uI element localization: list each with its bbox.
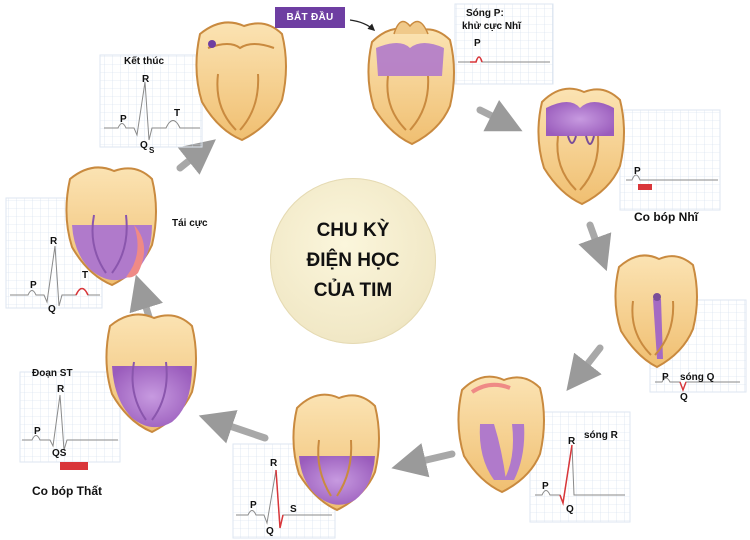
arrow-2 (590, 225, 602, 258)
ecg8-q: Q (140, 140, 148, 151)
arrow-5 (212, 420, 265, 438)
p-wave-label-1: Sóng P: (466, 8, 504, 19)
ecg6-p: P (34, 426, 41, 437)
atrial-contraction-label: Co bóp Nhĩ (634, 210, 698, 224)
q-wave-label: sóng Q (680, 372, 714, 383)
arrow-7 (180, 148, 205, 168)
heart-stage-8 (196, 22, 286, 140)
title-line-3: CỦA TIM (314, 276, 392, 306)
ecg4-q: Q (566, 504, 574, 515)
ecg2-p: P (634, 166, 641, 177)
ecg1-p: P (474, 38, 481, 49)
ventricular-contraction-label: Co bóp Thất (32, 484, 102, 498)
ecg4-r: R (568, 436, 575, 447)
title-line-2: ĐIỆN HỌC (307, 246, 400, 276)
arrow-4 (405, 454, 452, 465)
heart-stage-1 (368, 22, 454, 145)
ecg8-q-sub: S (149, 146, 154, 155)
ecg8-r: R (142, 74, 149, 85)
center-title-circle: CHU KỲ ĐIỆN HỌC CỦA TIM (270, 178, 436, 344)
ecg5-q: Q (266, 526, 274, 537)
end-label: Kết thúc (124, 56, 164, 67)
ecg8-p: P (120, 114, 127, 125)
start-pointer-arrow (350, 20, 374, 30)
ecg5-p: P (250, 500, 257, 511)
arrow-1 (480, 110, 510, 125)
ecg4-p: P (542, 481, 549, 492)
r-wave-label: sóng R (584, 430, 618, 441)
ecg5-s: S (290, 504, 297, 515)
title-line-1: CHU KỲ (317, 216, 390, 246)
ecg7-r: R (50, 236, 57, 247)
start-badge: BẮT ĐẦU (275, 7, 345, 28)
ecg7-t: T (82, 270, 88, 281)
ecg3-p: P (662, 372, 669, 383)
st-segment-label: Đoạn ST (32, 368, 73, 379)
heart-stage-2 (538, 89, 624, 204)
ecg7-p: P (30, 280, 37, 291)
ecg6-r: R (57, 384, 64, 395)
repolarization-label: Tái cực (172, 218, 208, 229)
ecg7-q: Q (48, 304, 56, 315)
ecg3-q: Q (680, 392, 688, 403)
ecg6-qs: QS (52, 448, 66, 459)
ecg8-t: T (174, 108, 180, 119)
p-wave-label-2: khử cực Nhĩ (462, 21, 521, 32)
arrow-3 (575, 348, 600, 380)
ecg5-r: R (270, 458, 277, 469)
